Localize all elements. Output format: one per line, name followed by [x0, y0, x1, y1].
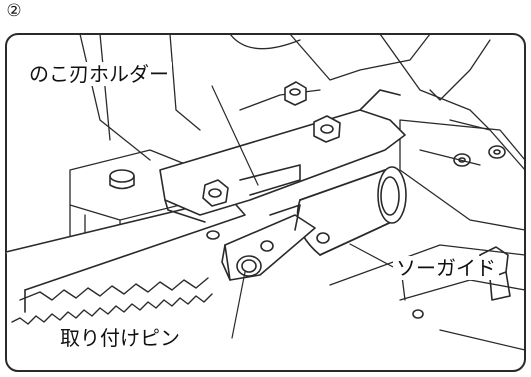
dowel-pin [109, 169, 135, 190]
blade-holder-body [159, 89, 406, 223]
label-saw-guide: ソーガイド [393, 256, 499, 280]
label-blade-holder: のこ刃ホルダー [26, 62, 172, 86]
saw-guide [296, 166, 407, 256]
mount-holes [412, 145, 506, 319]
leader-mounting-pin [231, 271, 246, 339]
label-mounting-pin: 取り付けピン [57, 326, 183, 350]
leader-blade-holder [211, 85, 259, 186]
bolt-nut-center [313, 115, 341, 143]
leader-lines [211, 85, 396, 339]
saw-blade [5, 197, 246, 325]
pin-block [206, 204, 316, 281]
leader-saw-guide [349, 243, 396, 269]
bolt-nut-left [202, 179, 229, 207]
bolt-nut-top [284, 81, 307, 106]
step-number: ② [6, 1, 22, 21]
